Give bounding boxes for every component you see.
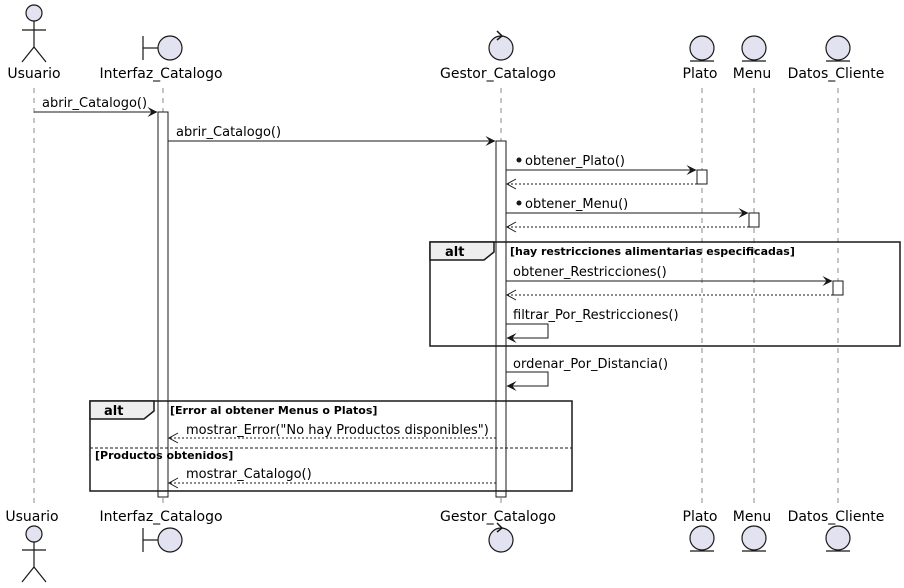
fragment-guard: [Error al obtener Menus o Platos] (170, 404, 377, 417)
return-arrowhead (167, 432, 179, 444)
message-bullet (516, 200, 522, 206)
participant-label-interfaz: Interfaz_Catalogo (99, 66, 222, 82)
participant-label-interfaz: Interfaz_Catalogo (99, 509, 222, 525)
activation-plato (696, 169, 708, 185)
lifelines (33, 88, 839, 503)
activation-interfaz (157, 111, 169, 498)
entity-icon (689, 35, 715, 62)
participant-label-usuario: Usuario (5, 509, 58, 525)
fragment-alt-restricciones: alt [hay restricciones alimentarias espe… (429, 241, 901, 347)
participants-bottom: Usuario Interfaz_Catalogo Gestor_Catalog… (5, 509, 885, 583)
message-label: ordenar_Por_Distancia() (513, 357, 668, 372)
participants-top: Usuario Interfaz_Catalogo Gestor_Catalog… (7, 4, 885, 82)
return-arrowhead (505, 221, 517, 233)
activations (157, 111, 844, 498)
entity-icon (825, 35, 851, 62)
message-label: mostrar_Catalogo() (186, 467, 312, 482)
entity-icon (689, 525, 715, 552)
participant-label-gestor: Gestor_Catalogo (440, 509, 556, 525)
message-label: filtrar_Por_Restricciones() (513, 308, 679, 323)
return-arrowhead (505, 178, 517, 190)
return-arrowhead (167, 477, 179, 489)
activation-gestor (495, 140, 507, 498)
participant-label-plato: Plato (683, 509, 718, 525)
activation-menu (748, 212, 760, 228)
message-bullet (516, 157, 522, 163)
entity-icon (741, 35, 767, 62)
participant-label-plato: Plato (683, 66, 718, 82)
fragment-tab (89, 400, 155, 420)
message-label: obtener_Menu() (525, 197, 628, 212)
message-label: abrir_Catalogo() (42, 96, 147, 111)
activation-datos-cliente (832, 280, 844, 296)
fragment-tab (429, 241, 495, 261)
participant-label-datos-cliente: Datos_Cliente (788, 509, 885, 525)
message-label: mostrar_Error("No hay Productos disponib… (186, 423, 489, 438)
fragment-keyword: alt (104, 404, 123, 419)
participant-label-gestor: Gestor_Catalogo (440, 66, 556, 82)
participant-label-menu: Menu (733, 509, 771, 525)
fragment-keyword: alt (445, 245, 464, 260)
participant-label-menu: Menu (733, 66, 771, 82)
actor-icon (21, 4, 47, 63)
control-icon (488, 30, 514, 61)
message-label: obtener_Restricciones() (513, 265, 667, 280)
fragment-else-guard: [Productos obtenidos] (95, 449, 233, 462)
message-label: obtener_Plato() (525, 154, 625, 169)
message-label: abrir_Catalogo() (176, 125, 281, 140)
messages: abrir_Catalogo() abrir_Catalogo() obtene… (34, 96, 833, 489)
return-arrowhead (505, 289, 517, 301)
control-icon (488, 522, 514, 553)
actor-icon (21, 525, 47, 583)
boundary-icon (142, 35, 183, 61)
participant-label-usuario: Usuario (7, 66, 60, 82)
self-message-arrow (506, 323, 549, 343)
fragment-guard: [hay restricciones alimentarias especifi… (510, 245, 795, 258)
entity-icon (825, 525, 851, 552)
entity-icon (741, 525, 767, 552)
self-message-arrow (506, 371, 549, 391)
boundary-icon (142, 527, 183, 553)
fragment-alt-error: alt [Error al obtener Menus o Platos] [P… (89, 400, 573, 492)
participant-label-datos-cliente: Datos_Cliente (788, 66, 885, 82)
